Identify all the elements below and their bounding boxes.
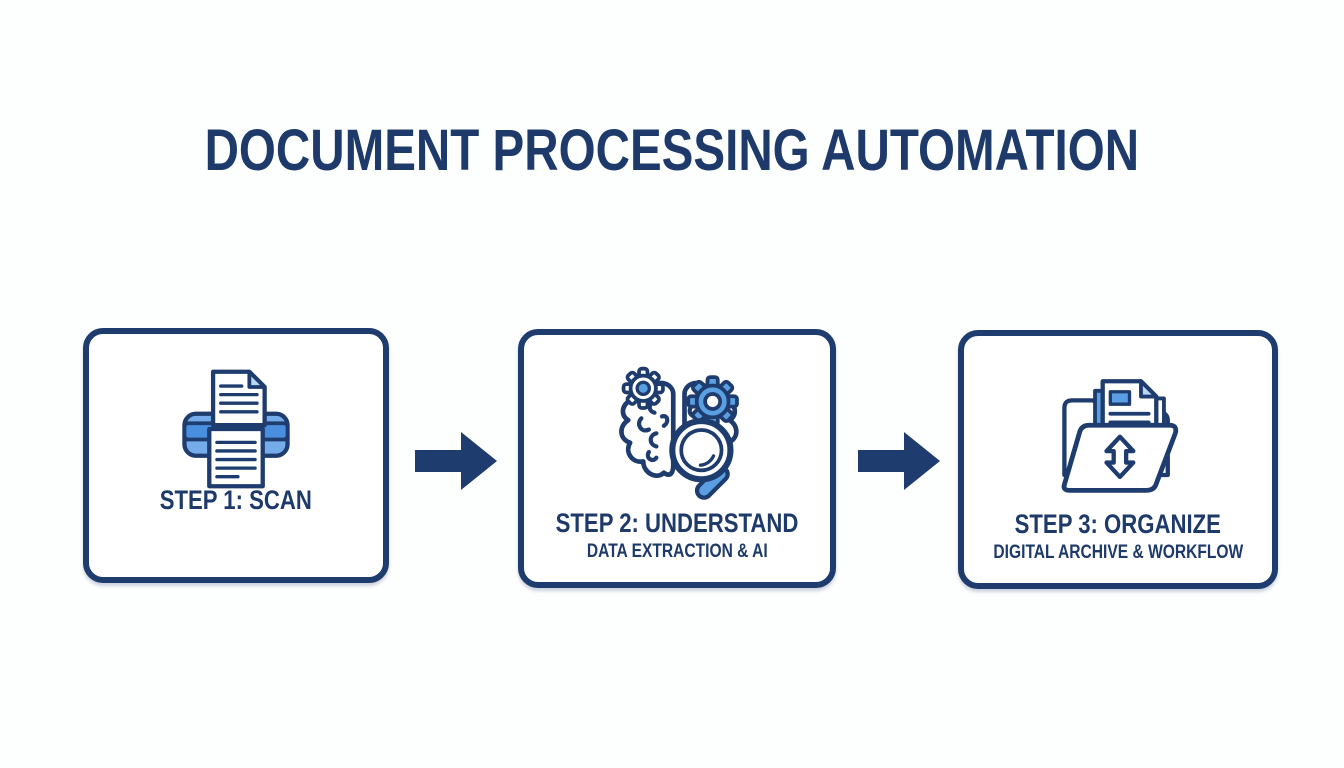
step-label: STEP 3: ORGANIZE bbox=[964, 509, 1272, 540]
step-box-scan: STEP 1: SCAN bbox=[83, 328, 389, 583]
step-2-label-text: STEP 2: UNDERSTAND bbox=[555, 508, 799, 539]
step-3-subtitle-text: DIGITAL ARCHIVE & WORKFLOW bbox=[993, 542, 1243, 564]
step-1-label-block: STEP 1: SCAN bbox=[89, 485, 383, 541]
step-box-understand: STEP 2: UNDERSTAND DATA EXTRACTION & AI bbox=[518, 329, 836, 588]
folder-archive-sync-icon bbox=[1061, 379, 1179, 493]
scanner-printer-icon bbox=[182, 369, 290, 489]
step-3-label-text: STEP 3: ORGANIZE bbox=[1014, 509, 1222, 540]
step-subtitle: DIGITAL ARCHIVE & WORKFLOW bbox=[964, 542, 1272, 565]
page-title-text: DOCUMENT PROCESSING AUTOMATION bbox=[204, 118, 1140, 183]
step-box-organize: STEP 3: ORGANIZE DIGITAL ARCHIVE & WORKF… bbox=[958, 330, 1278, 589]
flow-arrow-right-icon bbox=[858, 432, 940, 490]
brain-gears-magnifier-icon bbox=[619, 366, 739, 500]
step-1-label-text: STEP 1: SCAN bbox=[159, 485, 313, 516]
step-label: STEP 2: UNDERSTAND bbox=[524, 508, 830, 539]
step-subtitle bbox=[89, 518, 383, 541]
step-3-icon-area bbox=[964, 360, 1272, 502]
step-2-icon-area bbox=[524, 359, 830, 501]
flow-arrow-right-icon bbox=[415, 432, 497, 490]
step-2-label-block: STEP 2: UNDERSTAND DATA EXTRACTION & AI bbox=[524, 508, 830, 564]
step-label: STEP 1: SCAN bbox=[89, 485, 383, 516]
page-title: DOCUMENT PROCESSING AUTOMATION bbox=[0, 122, 1344, 180]
step-subtitle: DATA EXTRACTION & AI bbox=[524, 541, 830, 564]
step-1-icon-area bbox=[89, 358, 383, 500]
step-3-label-block: STEP 3: ORGANIZE DIGITAL ARCHIVE & WORKF… bbox=[964, 509, 1272, 565]
step-2-subtitle-text: DATA EXTRACTION & AI bbox=[586, 541, 768, 563]
